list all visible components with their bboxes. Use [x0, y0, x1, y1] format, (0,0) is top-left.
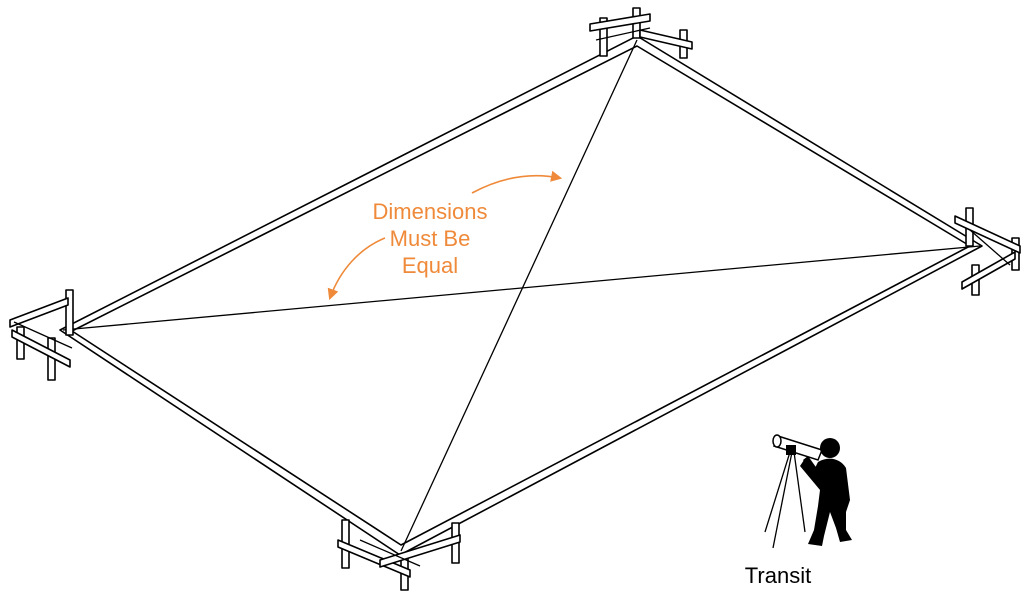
batter-board-left	[9, 289, 74, 381]
annotation-arrow-upper	[471, 170, 563, 194]
batter-board-right	[954, 207, 1021, 296]
batter-board-top	[589, 7, 693, 59]
transit-illustration	[764, 434, 852, 549]
diagonal-line-b	[400, 39, 638, 552]
batter-board-bottom	[337, 519, 461, 591]
transit-label: Transit	[744, 563, 812, 588]
building-outline-outer	[59, 35, 983, 556]
annotation-line-1: Dimensions	[372, 199, 488, 224]
annotation-line-3: Equal	[401, 253, 459, 278]
diagonal-line-a	[62, 245, 981, 331]
annotation-arrow-lower	[327, 237, 386, 301]
annotation-line-2: Must Be	[389, 226, 471, 251]
